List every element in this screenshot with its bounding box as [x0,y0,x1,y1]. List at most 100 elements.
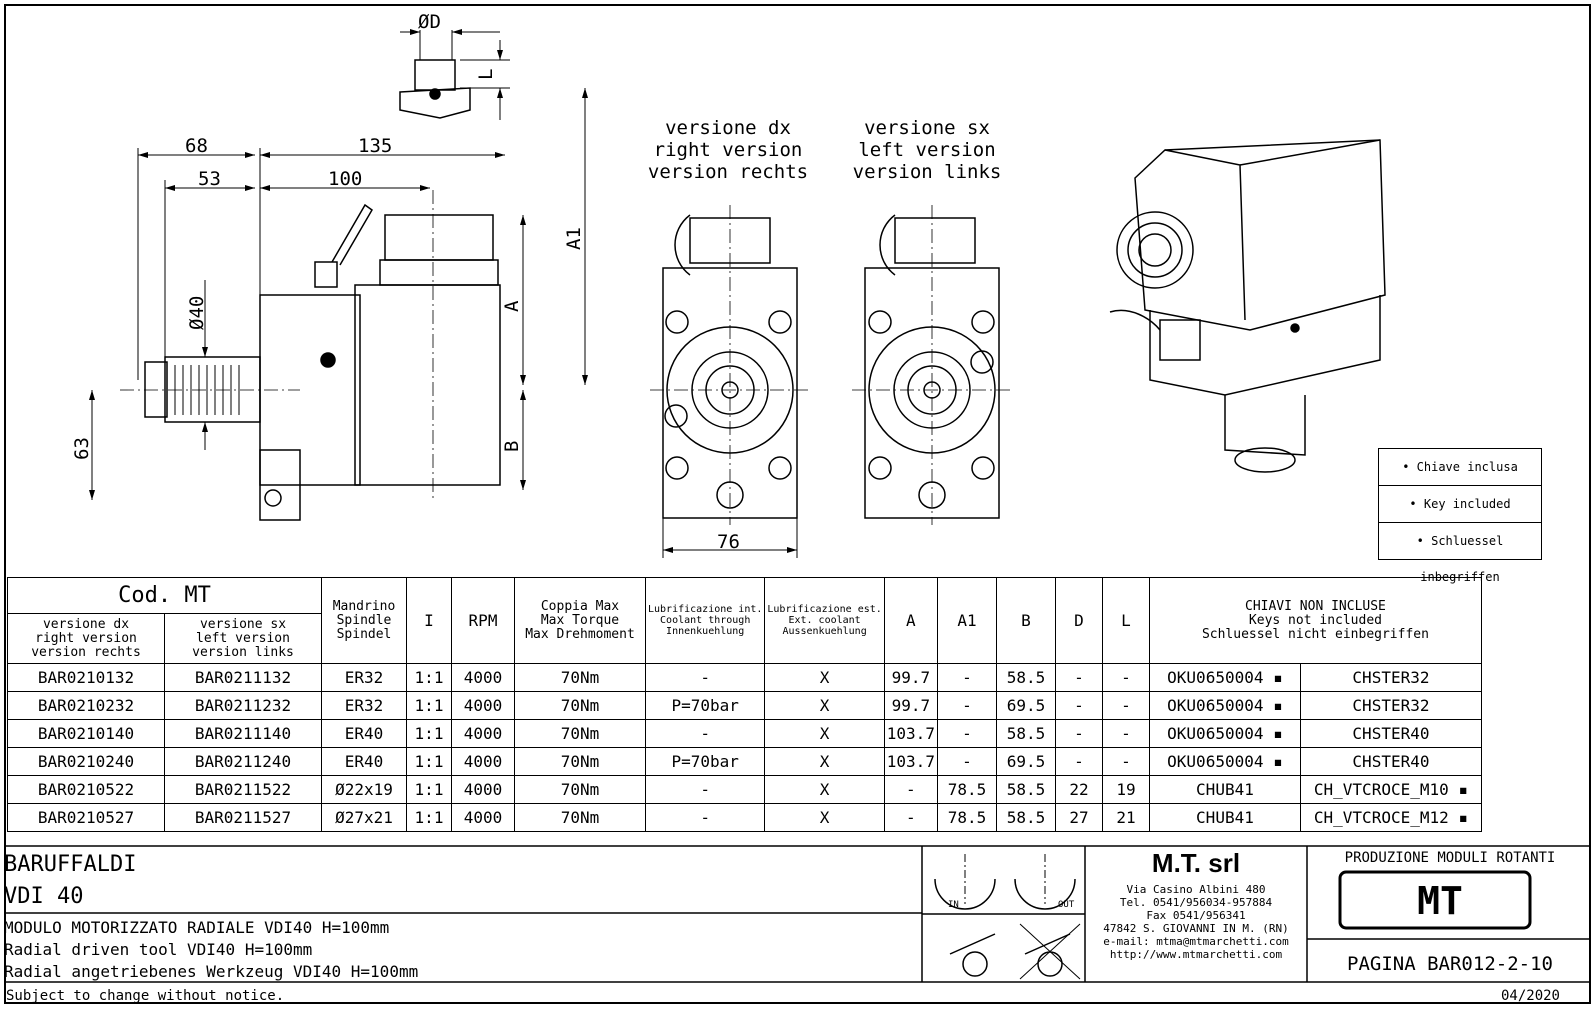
cell-i: 1:1 [406,719,452,748]
model: VDI 40 [4,884,84,909]
rpm-header: RPM [451,577,515,664]
cell-key2: CHSTER40 [1299,719,1482,748]
description-de: Radial angetriebenes Werkzeug VDI40 H=10… [4,962,419,981]
dim-100: 100 [328,168,362,190]
cell-lub_ext: X [764,719,885,748]
b-header: B [995,577,1056,664]
cell-sx: BAR0211232 [164,691,322,720]
description-en: Radial driven tool VDI40 H=100mm [4,940,313,959]
dim-53: 53 [198,168,221,190]
cell-dx: BAR0210240 [7,747,165,776]
dim-63: 63 [71,437,93,460]
cell-sx: BAR0211140 [164,719,322,748]
cell-rpm: 4000 [451,691,515,720]
cell-d: - [1054,663,1103,692]
cell-lub_ext: X [764,803,885,832]
cell-torque: 70Nm [514,775,646,804]
cell-lub_ext: X [764,663,885,692]
dim-135: 135 [358,135,392,157]
page-code: PAGINA BAR012-2-10 [1347,953,1553,975]
cell-dx: BAR0210522 [7,775,165,804]
disclaimer: Subject to change without notice. [6,988,285,1004]
cell-a: 99.7 [883,691,938,720]
cell-a1: 78.5 [936,803,997,832]
cell-key2: CHSTER32 [1299,663,1482,692]
cell-lub_int: P=70bar [644,691,766,720]
cell-sx: BAR0211527 [164,803,322,832]
dim-a1: A1 [563,227,585,250]
dim-od: ØD [418,11,441,33]
cell-rpm: 4000 [451,719,515,748]
cell-dx: BAR0210132 [7,663,165,692]
revision-date: 04/2020 [1500,988,1560,1004]
d-header: D [1054,577,1103,664]
cell-a1: - [936,691,997,720]
key-included-en: • Key included [1379,486,1541,523]
cell-i: 1:1 [406,747,452,776]
cell-dx: BAR0210232 [7,691,165,720]
view-left-label-2: left version [858,139,995,161]
cell-l: - [1101,691,1150,720]
cell-key1: CHUB41 [1148,775,1301,804]
cell-rpm: 4000 [451,663,515,692]
rotation-in: IN [948,900,959,910]
cell-key2: CHSTER32 [1299,691,1482,720]
title-block-left: BARUFFALDI VDI 40 MODULO MOTORIZZATO RAD… [4,846,922,984]
cell-key2: CH_VTCROCE_M12 ▪ [1299,803,1482,832]
cell-d: - [1054,719,1103,748]
cell-key2: CHSTER40 [1299,747,1482,776]
front-view-left [852,205,1012,525]
production-label: PRODUZIONE MODULI ROTANTI [1344,850,1556,866]
cell-a1: - [936,719,997,748]
cell-b: 69.5 [995,747,1056,776]
cell-i: 1:1 [406,663,452,692]
view-right-label-2: right version [654,139,803,161]
cell-d: - [1054,691,1103,720]
cell-spindle: Ø22x19 [321,775,407,804]
cell-dx: BAR0210527 [7,803,165,832]
cell-l: - [1101,663,1150,692]
view-left-label-3: version links [853,161,1002,183]
dim-68: 68 [185,135,208,157]
mt-logo: MT [1417,879,1463,923]
cell-b: 58.5 [995,803,1056,832]
cell-sx: BAR0211132 [164,663,322,692]
company-name: M.T. srl [1151,848,1241,878]
cell-b: 69.5 [995,691,1056,720]
shank-detail [399,29,510,120]
cell-b: 58.5 [995,719,1056,748]
cell-key1: OKU0650004 ▪ [1148,747,1301,776]
cell-spindle: ER32 [321,663,407,692]
cell-rpm: 4000 [451,747,515,776]
cell-b: 58.5 [995,663,1056,692]
keys-included-box: • Chiave inclusa • Key included • Schlue… [1378,448,1542,584]
title-block-grid: IN OUT MT [4,845,1591,983]
view-right-label-3: version rechts [648,161,808,183]
cell-a: 103.7 [883,719,938,748]
cell-l: 21 [1101,803,1150,832]
cell-sx: BAR0211240 [164,747,322,776]
cell-torque: 70Nm [514,747,646,776]
dim-d40: Ø40 [186,296,208,330]
cell-rpm: 4000 [451,803,515,832]
isometric-view [1109,139,1386,473]
a-header: A [883,577,938,664]
cell-a: - [883,803,938,832]
cell-i: 1:1 [406,803,452,832]
description-it: MODULO MOTORIZZATO RADIALE VDI40 H=100mm [4,918,390,937]
cod-mt-header: Cod. MT [7,577,322,614]
key-included-it: • Chiave inclusa [1379,449,1541,486]
cell-i: 1:1 [406,691,452,720]
